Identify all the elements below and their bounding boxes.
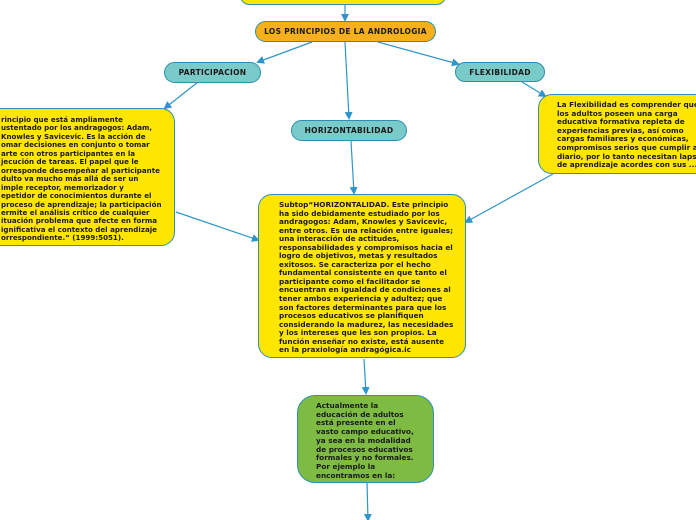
flexibilidad-note[interactable]: La Flexibilidad es comprender que los ad… [538, 94, 696, 174]
branch-participacion[interactable]: PARTICIPACION [164, 62, 261, 83]
connector-green-to-next [363, 482, 372, 520]
connector-root-to-horizontabilidad [344, 41, 353, 120]
horizontabilidad-note-text: Subtop“HORIZONTALIDAD. Este principio ha… [279, 200, 454, 355]
root-node[interactable]: LOS PRINCIPIOS DE LA ANDROLOGIA [255, 21, 436, 42]
participacion-note-text: rincipio que está ampliamente ustentado … [1, 115, 162, 243]
branch-flexibilidad[interactable]: FLEXIBILIDAD [455, 62, 545, 82]
connector-horizontabilidad-to-note [349, 140, 358, 195]
connector-flexibilidad-note-to-center [464, 173, 554, 223]
connector-center-to-green [361, 358, 370, 395]
branch-horizontabilidad[interactable]: HORIZONTABILIDAD [291, 120, 407, 141]
flexibilidad-note-text: La Flexibilidad es comprender que los ad… [557, 100, 696, 170]
branch-flexibilidad-label: FLEXIBILIDAD [469, 67, 531, 77]
root-label: LOS PRINCIPIOS DE LA ANDROLOGIA [264, 27, 427, 36]
participacion-note[interactable]: rincipio que está ampliamente ustentado … [0, 108, 175, 246]
connector-participacion-note-to-center [175, 211, 260, 242]
actualmente-note[interactable]: Actualmente la educación de adultos está… [297, 395, 434, 483]
top-parent-node[interactable] [240, 0, 446, 5]
connector-root-to-participacion [256, 41, 313, 64]
connector-participacion-to-note [163, 81, 199, 110]
horizontabilidad-note[interactable]: Subtop“HORIZONTALIDAD. Este principio ha… [258, 194, 466, 358]
connector-root-to-flexibilidad [377, 41, 460, 67]
branch-participacion-label: PARTICIPACION [178, 68, 247, 77]
branch-horizontabilidad-label: HORIZONTABILIDAD [304, 126, 394, 135]
actualmente-note-text: Actualmente la educación de adultos está… [316, 401, 414, 480]
connector-flexibilidad-to-note [521, 81, 547, 98]
